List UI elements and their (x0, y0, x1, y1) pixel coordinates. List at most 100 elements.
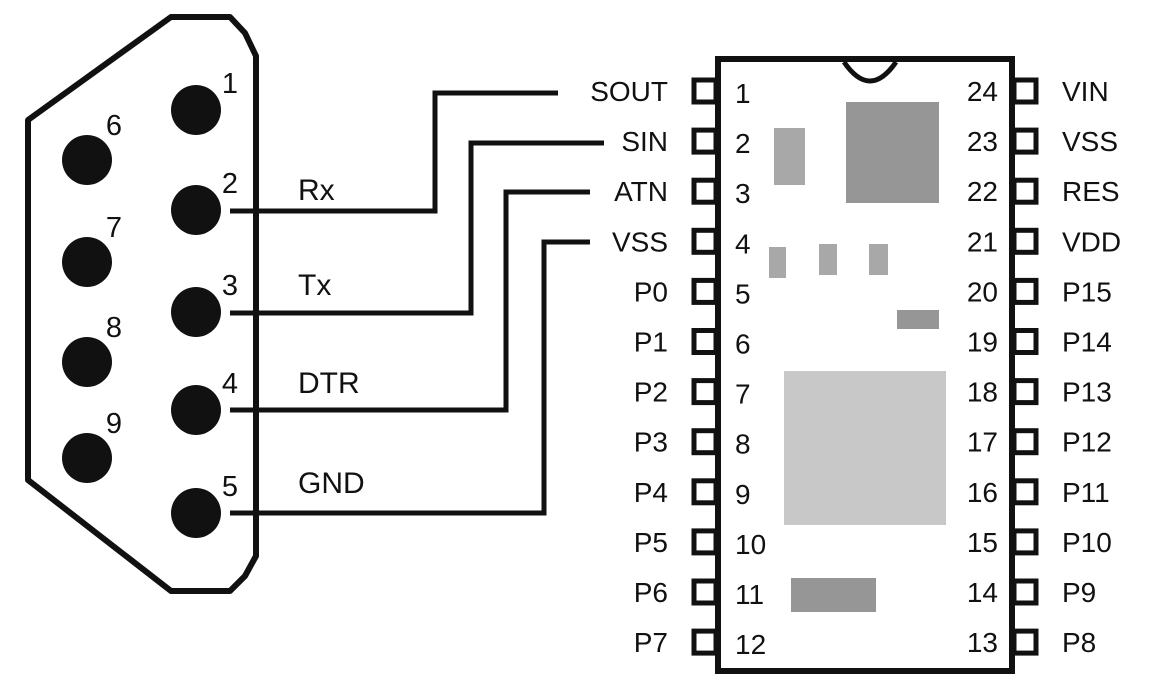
chip-notch (841, 60, 899, 84)
db9-pin (171, 185, 221, 235)
db9-pin (171, 488, 221, 538)
chip-pin-left (691, 127, 719, 155)
chip-pin-left (691, 227, 719, 255)
chip-pin-number: 18 (967, 377, 998, 408)
chip-pin-name: SOUT (590, 76, 668, 107)
chip-pin-right (1011, 428, 1039, 456)
chip-pin-number: 17 (967, 427, 998, 458)
chip-pin-number: 10 (735, 529, 766, 560)
chip-pin-number: 16 (967, 477, 998, 508)
chip-pin-name: VDD (1062, 226, 1121, 257)
chip-pin-name: P1 (634, 327, 668, 358)
chip-pin-number: 20 (967, 276, 998, 307)
chip-pin-number: 6 (735, 329, 751, 360)
chip-pin-name: P5 (634, 527, 668, 558)
chip-pin-right (1011, 478, 1039, 506)
chip-pin-name: P15 (1062, 276, 1112, 307)
chip-pin-left (691, 578, 719, 606)
db9-pin-number: 8 (106, 312, 122, 344)
db9-pin-number: 6 (106, 110, 122, 142)
chip-pin-number: 24 (967, 76, 998, 107)
chip-pin-name: P6 (634, 577, 668, 608)
component-block (784, 371, 946, 525)
db9-pin-number: 5 (222, 471, 238, 503)
chip-pin-number: 3 (735, 178, 751, 209)
chip-pin-name: P4 (634, 477, 668, 508)
chip-pin-number: 14 (967, 577, 998, 608)
chip-pin-number: 9 (735, 479, 751, 510)
chip-pin-left (691, 328, 719, 355)
component-block (791, 578, 876, 612)
chip-pin-right (1011, 277, 1039, 305)
chip-pin-right (1011, 227, 1039, 255)
chip-pin-name: VIN (1062, 76, 1109, 107)
chip-pin-right (1011, 328, 1039, 355)
component-block (897, 310, 939, 329)
db9-pin-number: 7 (106, 212, 122, 244)
chip-pin-name: P7 (634, 627, 668, 658)
chip-pin-number: 13 (967, 627, 998, 658)
chip-pin-number: 11 (735, 579, 764, 610)
wire-rx-sout (230, 90, 558, 214)
component-block (774, 128, 805, 185)
component-block (769, 247, 786, 278)
chip-pin-right (1011, 578, 1039, 606)
chip-pin-number: 23 (967, 126, 998, 157)
chip-pin-left (691, 628, 719, 656)
chip-pin-left (691, 428, 719, 456)
chip-pin-number: 22 (967, 176, 998, 207)
chip-pin-number: 5 (735, 278, 751, 309)
chip-pin-number: 2 (735, 128, 751, 159)
chip-pin-name: P2 (634, 377, 668, 408)
chip-pin-name: P14 (1062, 327, 1112, 358)
wire-tx-sin (230, 140, 604, 316)
chip-pin-number: 8 (735, 429, 751, 460)
db9-pin-number: 3 (222, 270, 238, 302)
chip-pin-name: P11 (1062, 477, 1110, 508)
db9-pin (62, 135, 112, 185)
chip-pin-number: 21 (967, 226, 998, 257)
component-block (869, 244, 888, 275)
chip-pin-right (1011, 528, 1039, 556)
chip-pin-number: 4 (735, 228, 751, 259)
chip-pin-right (1011, 378, 1039, 406)
component-block (819, 244, 837, 275)
chip-pin-right (1011, 628, 1039, 656)
chip-pin-name: P0 (634, 276, 668, 307)
chip-pin-name: P9 (1062, 577, 1096, 608)
db9-pin (62, 237, 112, 287)
chip-pin-left (691, 277, 719, 305)
chip-pin-left (691, 528, 719, 556)
signal-label: GND (298, 467, 365, 500)
chip-pin-number: 15 (967, 527, 998, 558)
db9-pin-number: 1 (222, 68, 238, 100)
db9-pin (62, 337, 112, 387)
db9-connector-outline (25, 14, 259, 594)
chip-pin-left (691, 378, 719, 406)
signal-label: DTR (298, 367, 360, 400)
wire-gnd-vss (230, 239, 590, 516)
signal-label: Tx (298, 269, 331, 302)
component-block (846, 102, 939, 203)
db9-pin (171, 85, 221, 135)
chip-pin-left (691, 478, 719, 506)
chip-pin-right (1011, 177, 1039, 205)
chip-pin-name: P3 (634, 427, 668, 458)
chip-pin-number: 19 (967, 327, 998, 358)
db9-pin (62, 433, 112, 483)
chip-pin-name: SIN (621, 126, 668, 157)
db9-pin-number: 2 (222, 168, 238, 200)
chip-pin-name: P8 (1062, 627, 1096, 658)
chip-pin-left (691, 177, 719, 205)
wire-dtr-atn (230, 189, 590, 413)
chip-pin-name: P12 (1062, 427, 1112, 458)
chip-pin-name: VSS (1062, 126, 1118, 157)
chip-pin-right (1011, 127, 1039, 155)
chip-pin-name: RES (1062, 176, 1120, 207)
chip-pin-name: P13 (1062, 377, 1112, 408)
chip-pin-name: VSS (612, 226, 668, 257)
db9-pin (171, 385, 221, 435)
db9-pin (171, 287, 221, 337)
